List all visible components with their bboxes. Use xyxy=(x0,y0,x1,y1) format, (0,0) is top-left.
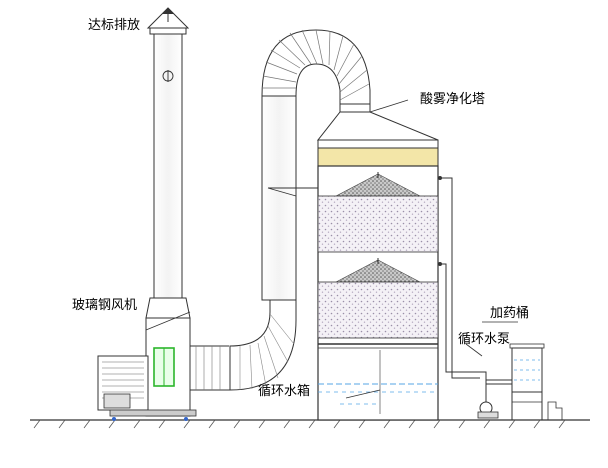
ground xyxy=(30,419,590,429)
inlet-duct xyxy=(189,298,297,391)
label-water-tank: 循环水箱 xyxy=(258,384,311,399)
label-pump: 循环水泵 xyxy=(458,332,511,347)
leader-lines xyxy=(145,99,518,399)
fan-motor xyxy=(97,355,197,421)
recirculation-pipe xyxy=(438,176,512,406)
exhaust-stack xyxy=(145,7,191,319)
label-fan: 玻璃钢风机 xyxy=(72,298,138,313)
scrubber-tower xyxy=(316,103,439,421)
pump xyxy=(477,401,499,419)
label-dosing-tank: 加药桶 xyxy=(490,306,530,321)
label-tower: 酸雾净化塔 xyxy=(420,92,486,107)
dosing-tank xyxy=(509,343,563,420)
main-duct xyxy=(261,29,371,301)
label-exhaust: 达标排放 xyxy=(88,18,141,33)
fan-housing xyxy=(145,317,191,417)
